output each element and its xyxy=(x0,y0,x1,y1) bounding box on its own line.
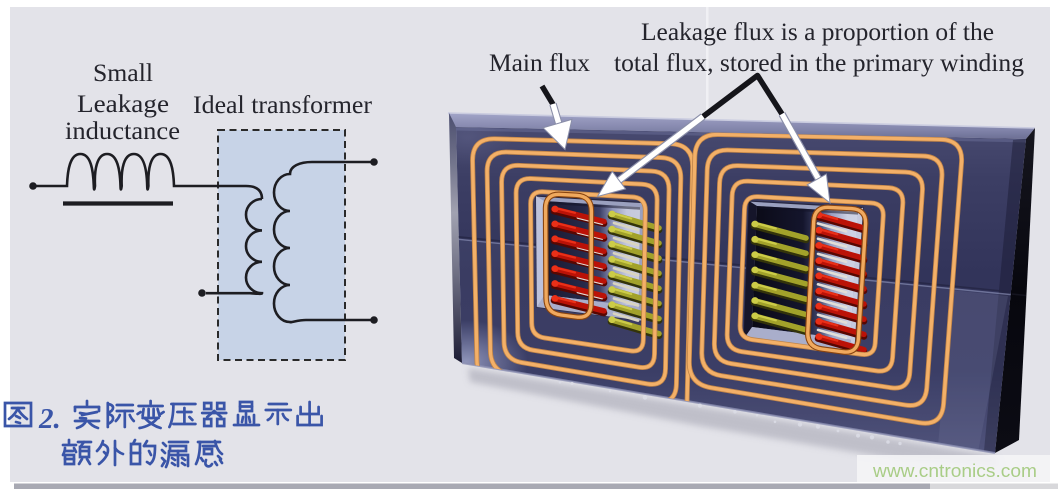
svg-text:2.: 2. xyxy=(38,403,61,435)
svg-text:Ideal transformer: Ideal transformer xyxy=(193,92,373,119)
svg-text:Leakage: Leakage xyxy=(77,91,169,118)
svg-text:inductance: inductance xyxy=(65,118,180,145)
svg-text:total flux, stored in the prim: total flux, stored in the primary windin… xyxy=(614,50,1025,77)
svg-text:Main flux: Main flux xyxy=(489,50,591,77)
svg-text:www.cntronics.com: www.cntronics.com xyxy=(872,461,1037,481)
svg-text:Small: Small xyxy=(93,60,153,87)
svg-text:Leakage flux is a proportion o: Leakage flux is a proportion of the xyxy=(641,19,994,46)
